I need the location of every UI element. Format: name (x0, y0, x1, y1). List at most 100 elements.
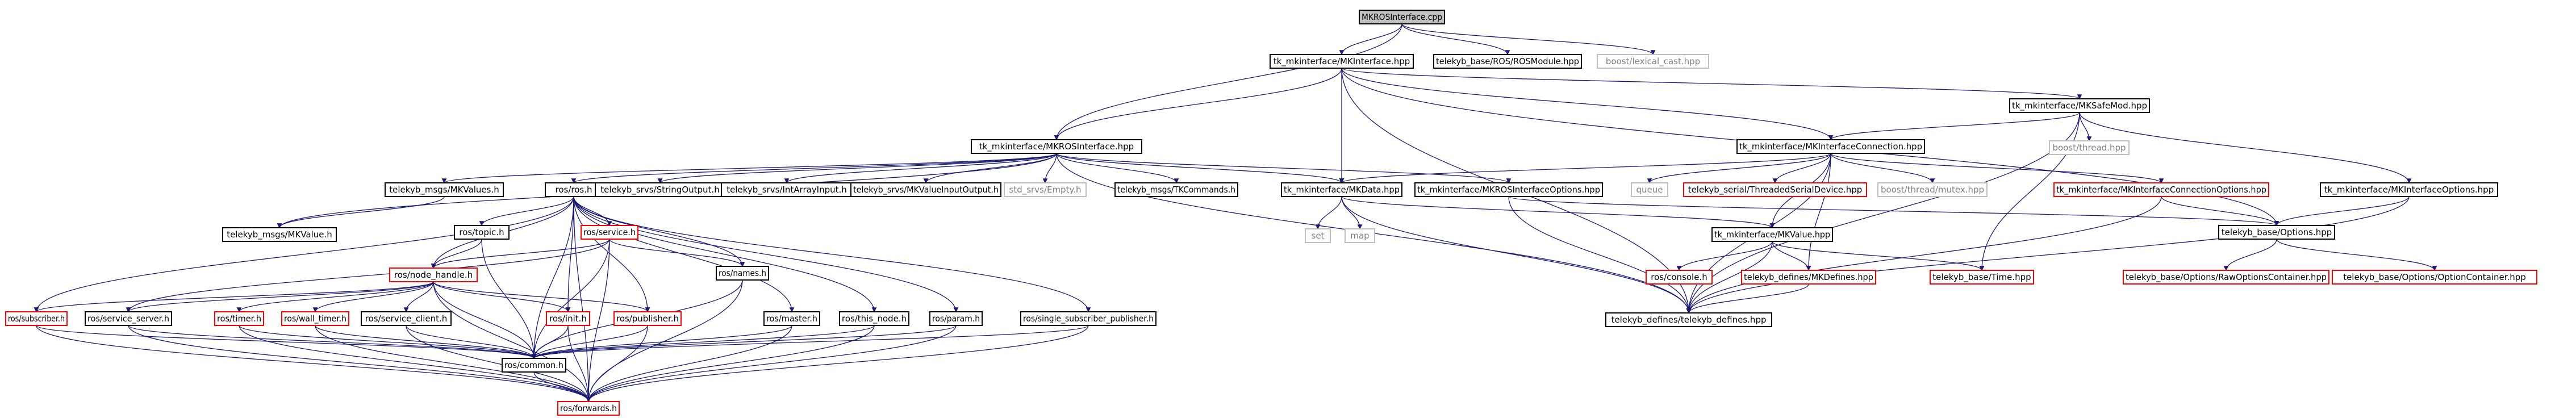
node-tk-mkinterface-mkinterface-hpp[interactable]: tk_mkinterface/MKInterface.hpp (1270, 54, 1414, 69)
edge-mkconn-to-mutex (1830, 153, 1932, 183)
node-box (1930, 270, 2034, 285)
node-label: telekyb_base/Time.hpp (1932, 272, 2031, 283)
edge-service-to-servicesrv (128, 239, 610, 312)
edge-mksafemod-to-mkconn (1831, 112, 2080, 140)
node-label: ros/publisher.h (616, 314, 679, 324)
edge-subscriber-to-common (36, 325, 534, 358)
edge-mkdata-to-tkdefines (1341, 196, 1689, 313)
node-telekyb-base-options-hpp[interactable]: telekyb_base/Options.hpp (2218, 225, 2335, 240)
node-tk-mkinterface-mkdata-hpp[interactable]: tk_mkinterface/MKData.hpp (1281, 182, 1402, 197)
node-box (361, 311, 452, 326)
node-label: ros/subscriber.h (8, 314, 65, 324)
edge-param-to-common (534, 325, 957, 358)
node-label: tk_mkinterface/MKSafeMod.hpp (2012, 101, 2147, 111)
node-ros-master-h[interactable]: ros/master.h (763, 311, 820, 326)
node-tk-mkinterface-mkrosinterface-hpp[interactable]: tk_mkinterface/MKROSInterface.hpp (971, 139, 1142, 154)
node-telekyb-srvs-intarrayinput-h[interactable]: telekyb_srvs/IntArrayInput.h (721, 182, 853, 197)
node-tk-mkinterface-mkinterfaceconnection-hpp[interactable]: tk_mkinterface/MKInterfaceConnection.hpp (1736, 139, 1925, 154)
edge-param-to-forwards (588, 325, 957, 402)
edge-mkinterface-to-mksafemod (1341, 68, 2080, 99)
node-ros-forwards-h[interactable]: ros/forwards.h (557, 401, 620, 416)
node-map: map (1345, 228, 1375, 243)
edge-serviceclient-to-forwards (406, 325, 588, 402)
node-ros-subscriber-h[interactable]: ros/subscriber.h (5, 311, 68, 326)
edge-publisher-to-common (534, 325, 648, 358)
node-telekyb-msgs-tkcommands-h[interactable]: telekyb_msgs/TKCommands.h (1114, 182, 1238, 197)
node-ros-single-subscriber-publisher-h[interactable]: ros/single_subscriber_publisher.h (1020, 311, 1157, 326)
node-telekyb-defines-telekyb-defines-hpp[interactable]: telekyb_defines/telekyb_defines.hpp (1605, 312, 1772, 327)
node-box (2049, 140, 2130, 155)
node-label: telekyb_defines/telekyb_defines.hpp (1611, 315, 1767, 325)
edge-mkvalueh-to-basetime (1772, 241, 1982, 270)
edge-mkconn-to-mkdefines (1809, 153, 1831, 270)
node-tk-mkinterface-mkinterfaceoptions-hpp[interactable]: tk_mkinterface/MKInterfaceOptions.hpp (2320, 182, 2498, 197)
node-ros-wall-timer-h[interactable]: ros/wall_timer.h (281, 311, 349, 326)
node-label: boost/lexical_cast.hpp (1606, 56, 1700, 67)
node-label: ros/this_node.h (842, 314, 907, 324)
node-telekyb-base-options-optioncontainer-hpp[interactable]: telekyb_base/Options/OptionContainer.hpp (2332, 270, 2537, 285)
node-telekyb-srvs-mkvalueinputoutput-h[interactable]: telekyb_srvs/MKValueInputOutput.h (850, 182, 1001, 197)
node-label: tk_mkinterface/MKROSInterfaceOptions.hpp (1417, 185, 1600, 195)
edge-mkifopts-to-tkdefines (1689, 196, 2410, 313)
node-telekyb-base-options-rawoptionscontainer-hpp[interactable]: telekyb_base/Options/RawOptionsContainer… (2123, 270, 2329, 285)
node-tk-mkinterface-mkinterfaceconnectionoptions-hpp[interactable]: tk_mkinterface/MKInterfaceConnectionOpti… (2053, 182, 2269, 197)
node-ros-init-h[interactable]: ros/init.h (546, 311, 590, 326)
node-ros-service-server-h[interactable]: ros/service_server.h (85, 311, 172, 326)
node-telekyb-msgs-mkvalues-h[interactable]: telekyb_msgs/MKValues.h (385, 182, 504, 197)
node-box (5, 311, 68, 326)
node-ros-param-h[interactable]: ros/param.h (929, 311, 983, 326)
node-tk-mkinterface-mksafemod-hpp[interactable]: tk_mkinterface/MKSafeMod.hpp (2009, 98, 2150, 113)
node-tk-mkinterface-mkvalue-hpp[interactable]: tk_mkinterface/MKValue.hpp (1711, 227, 1833, 242)
node-label: telekyb_msgs/MKValues.h (389, 185, 499, 195)
node-box (2218, 225, 2335, 240)
edge-nodehandle-to-serviceclient (406, 281, 434, 312)
node-ros-service-h[interactable]: ros/service.h (581, 225, 638, 240)
edge-mkdefines-to-tkdefines (1689, 283, 1809, 313)
node-label: ros/service_server.h (87, 314, 169, 324)
edge-mkconn-to-mkconnopts (1830, 153, 2161, 183)
edge-init-to-forwards (567, 325, 588, 402)
edge-walltimer-to-common (315, 325, 534, 358)
node-telekyb-srvs-stringoutput-h[interactable]: telekyb_srvs/StringOutput.h (595, 182, 725, 197)
node-ros-node-handle-h[interactable]: ros/node_handle.h (389, 267, 478, 282)
node-box (389, 267, 478, 282)
node-box (546, 311, 590, 326)
node-telekyb-base-time-hpp[interactable]: telekyb_base/Time.hpp (1930, 270, 2034, 285)
edge-mkvalueh-to-tkdefines (1689, 241, 1773, 313)
node-telekyb-msgs-mkvalue-h[interactable]: telekyb_msgs/MKValue.h (222, 227, 337, 242)
node-ros-common-h[interactable]: ros/common.h (502, 358, 566, 373)
node-ros-topic-h[interactable]: ros/topic.h (454, 225, 510, 240)
node-label: queue (1636, 185, 1663, 195)
node-ros-names-h[interactable]: ros/names.h (716, 266, 769, 281)
node-telekyb-base-ros-rosmodule-hpp[interactable]: telekyb_base/ROS/ROSModule.hpp (1433, 54, 1582, 69)
edge-service-to-names (609, 239, 742, 266)
node-box (281, 311, 349, 326)
node-tk-mkinterface-mkrosinterfaceoptions-hpp[interactable]: tk_mkinterface/MKROSInterfaceOptions.hpp (1414, 182, 1603, 197)
node-ros-console-h[interactable]: ros/console.h (1646, 270, 1713, 285)
node-label: tk_mkinterface/MKInterface.hpp (1274, 56, 1410, 67)
edge-service-to-forwards (588, 239, 610, 402)
node-label: ros/single_subscriber_publisher.h (1023, 314, 1154, 324)
edge-mkrosif-to-mkvalues (444, 153, 1057, 183)
edge-root-to-lexical (1401, 23, 1653, 55)
edge-common-to-forwards (533, 371, 588, 402)
node-box (1597, 54, 1709, 69)
node-telekyb-serial-threadedserialdevice-hpp[interactable]: telekyb_serial/ThreadedSerialDevice.hpp (1683, 182, 1867, 197)
node-std-srvs-empty-h: std_srvs/Empty.h (1004, 182, 1087, 197)
node-ros-this-node-h[interactable]: ros/this_node.h (839, 311, 909, 326)
node-ros-publisher-h[interactable]: ros/publisher.h (613, 311, 682, 326)
node-ros-timer-h[interactable]: ros/timer.h (214, 311, 264, 326)
node-boost-thread-mutex-hpp: boost/thread/mutex.hpp (1877, 182, 1988, 197)
edge-thisnode-to-forwards (588, 325, 875, 402)
edge-nodehandle-to-servicesrv (128, 281, 434, 312)
node-ros-ros-h[interactable]: ros/ros.h (545, 182, 603, 197)
node-mkrosinterface-cpp[interactable]: MKROSInterface.cpp (1359, 10, 1445, 24)
node-box (222, 227, 337, 242)
node-telekyb-defines-mkdefines-hpp[interactable]: telekyb_defines/MKDefines.hpp (1741, 270, 1876, 285)
node-ros-service-client-h[interactable]: ros/service_client.h (361, 311, 452, 326)
node-label: boost/thread.hpp (2052, 143, 2126, 153)
edge-root-to-rosmodule (1401, 23, 1508, 55)
edge-nodehandle-to-timer (239, 281, 434, 312)
node-box (1711, 227, 1833, 242)
node-box (2009, 98, 2150, 113)
